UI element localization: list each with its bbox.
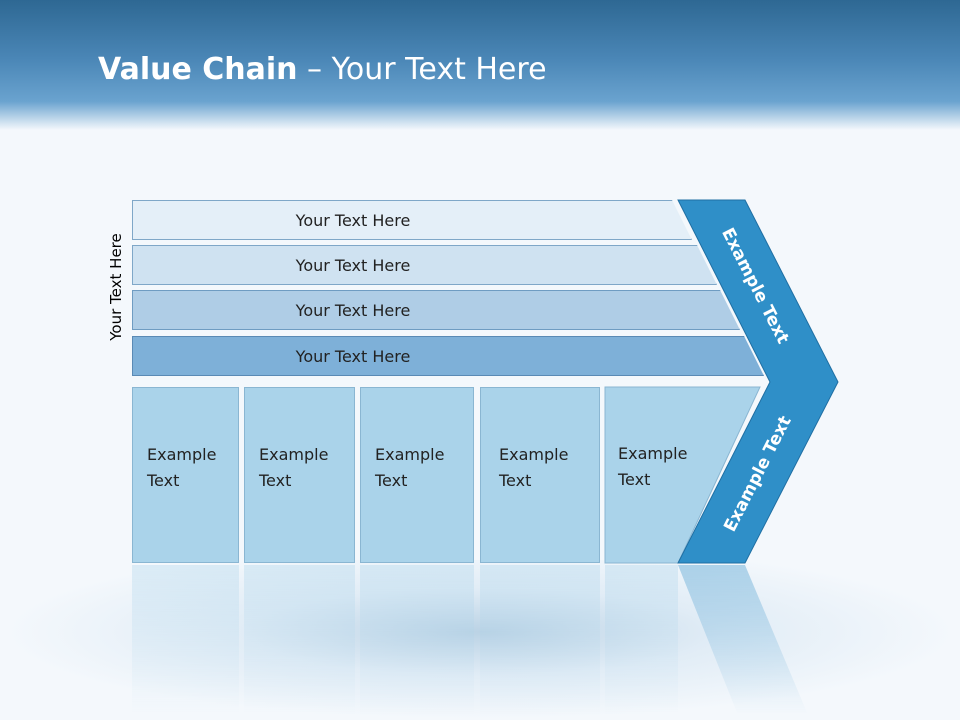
header-banner xyxy=(0,0,960,130)
page-title: Value Chain – Your Text Here xyxy=(98,52,547,87)
primary-box-5-shape xyxy=(604,386,761,564)
support-bar-2: Your Text Here xyxy=(132,245,717,285)
reflection-box-5 xyxy=(605,565,678,715)
chevron-shape xyxy=(677,199,839,564)
support-bar-3: Your Text Here xyxy=(132,290,740,330)
reflection-box-1 xyxy=(132,565,239,715)
reflection-box-2 xyxy=(244,565,355,715)
support-bar-1: Your Text Here xyxy=(132,200,692,240)
support-bar-4: Your Text Here xyxy=(132,336,764,376)
reflection-box-4 xyxy=(480,565,600,715)
reflection-chevron xyxy=(678,565,808,715)
water-splash-background xyxy=(0,560,960,720)
reflection xyxy=(0,565,960,720)
reflection-box-3 xyxy=(360,565,474,715)
